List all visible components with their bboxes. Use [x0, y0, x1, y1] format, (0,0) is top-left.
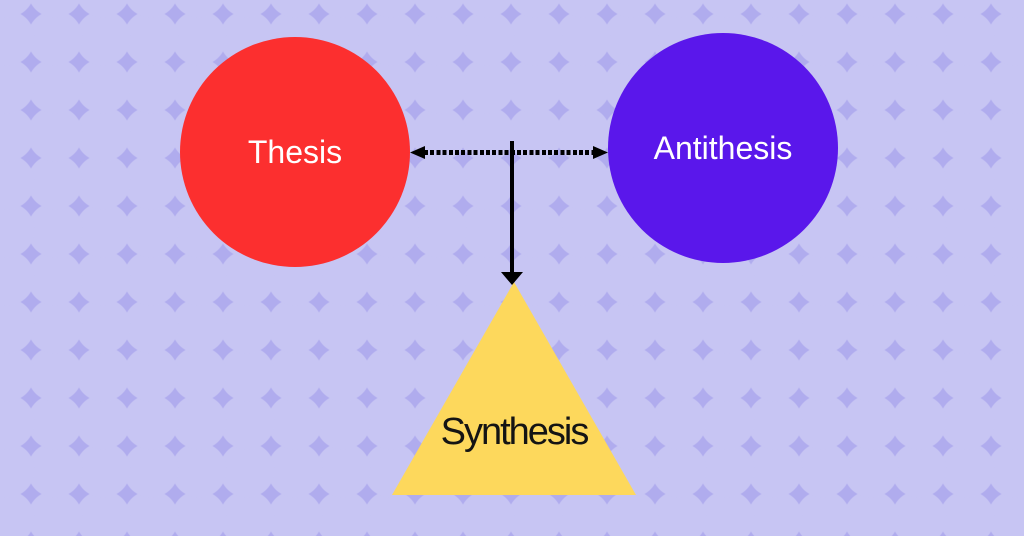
thesis-antithesis-connector	[424, 150, 594, 155]
antithesis-node: Antithesis	[608, 33, 838, 263]
antithesis-label: Antithesis	[653, 130, 793, 166]
synthesis-connector	[510, 141, 514, 273]
synthesis-triangle-shape	[392, 282, 636, 495]
arrowhead-right-icon	[593, 146, 608, 159]
synthesis-label: Synthesis	[440, 411, 590, 453]
thesis-node: Thesis	[180, 37, 410, 267]
arrowhead-left-icon	[410, 146, 425, 159]
synthesis-node: Synthesis	[392, 282, 636, 495]
thesis-label: Thesis	[247, 134, 343, 170]
